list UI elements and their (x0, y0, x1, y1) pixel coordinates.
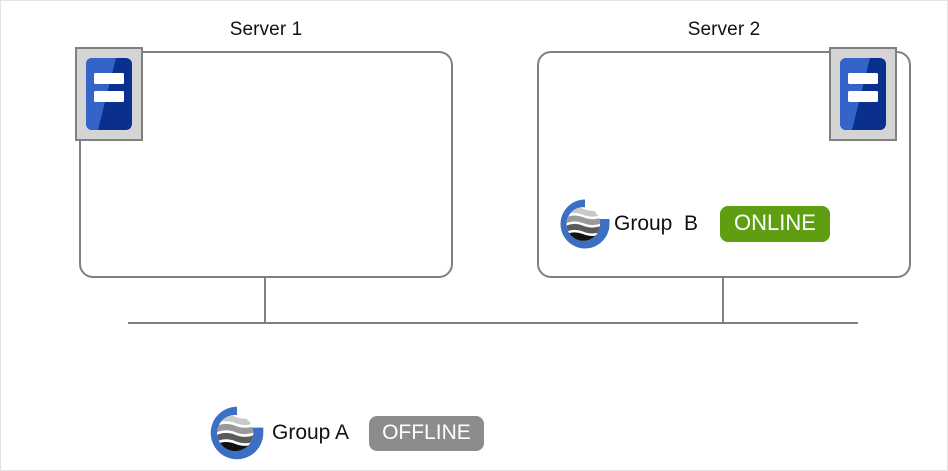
cluster-group-logo-icon (210, 406, 264, 460)
group-row-group-b[interactable]: Group B ONLINE (558, 197, 830, 251)
cluster-group-logo-icon (560, 199, 610, 249)
server-1-title: Server 1 (229, 19, 303, 40)
group-a-label: Group A (272, 421, 350, 444)
group-row-group-a[interactable]: Group A OFFLINE (208, 404, 484, 462)
server-hardware-icon-glyph (86, 58, 132, 130)
group-b-status-badge[interactable]: ONLINE (720, 206, 830, 242)
server-hardware-icon (75, 47, 143, 141)
group-a-status-badge[interactable]: OFFLINE (369, 415, 484, 451)
server-2-drop-line (722, 278, 724, 324)
server-2-title: Server 2 (687, 19, 761, 40)
network-bus-line (128, 322, 858, 324)
server-1-drop-line (264, 278, 266, 324)
server-hardware-icon-glyph (840, 58, 886, 130)
server-hardware-icon (829, 47, 897, 141)
group-b-label: Group B (614, 212, 699, 235)
